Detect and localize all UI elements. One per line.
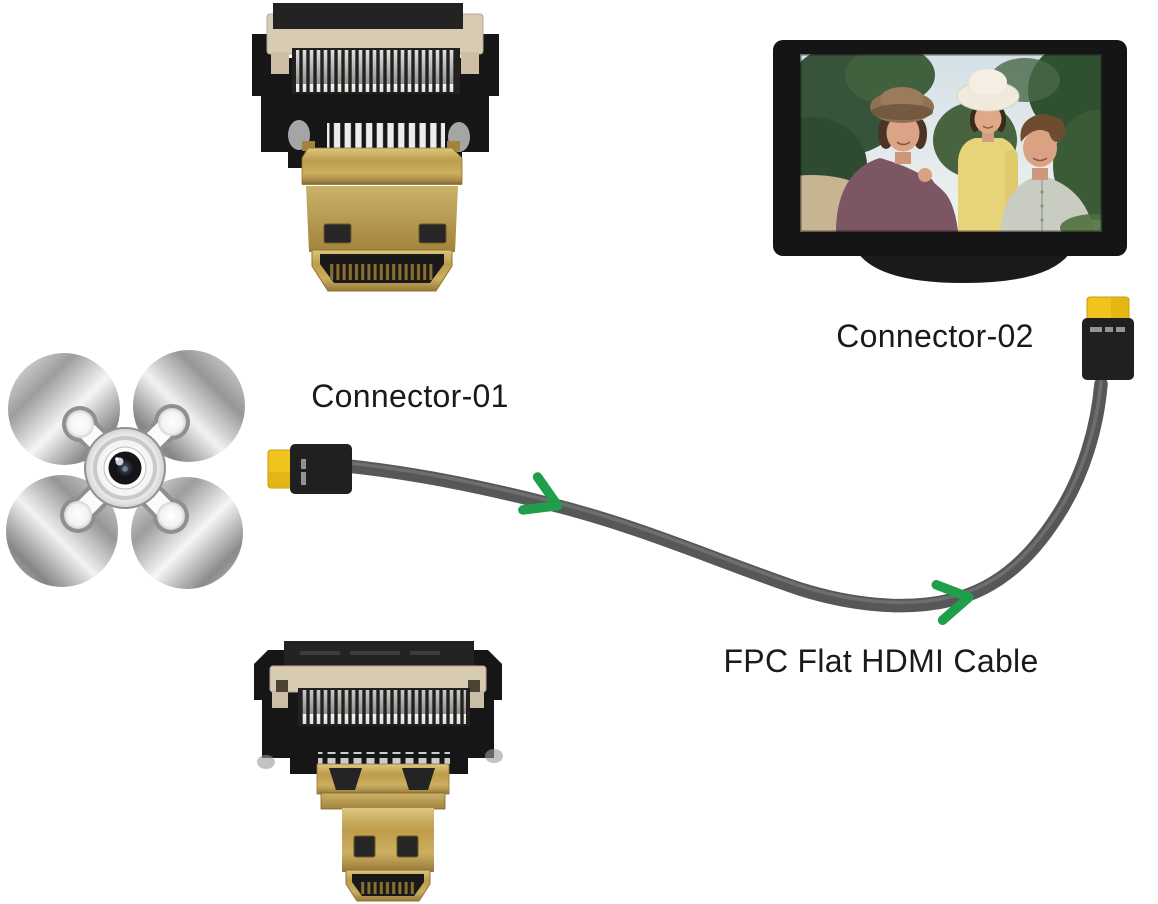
contact-pins bbox=[327, 123, 445, 149]
ffc-pins bbox=[296, 50, 456, 92]
flange-notch-left bbox=[329, 768, 362, 790]
cable-highlight bbox=[346, 379, 1103, 605]
pcb-reflection bbox=[485, 749, 503, 763]
plug-print-mark bbox=[301, 459, 306, 469]
ffc-side-tab-left bbox=[272, 690, 288, 708]
connector-01-plug bbox=[267, 444, 352, 494]
micro-hdmi-adapter bbox=[254, 641, 503, 902]
ffc-notch-left bbox=[276, 680, 288, 692]
plug-tab-right bbox=[447, 141, 460, 151]
ffc-notch-right bbox=[468, 680, 480, 692]
photo-grass bbox=[1060, 214, 1102, 232]
tv-photo bbox=[800, 54, 1102, 232]
hdmi-cable bbox=[341, 377, 1108, 613]
photo-woman bbox=[836, 87, 958, 232]
ribbon-print-mark bbox=[300, 651, 340, 655]
solder-pads bbox=[318, 752, 450, 764]
label-connector-02: Connector-02 bbox=[836, 318, 1034, 354]
ffc-side-tab-right bbox=[468, 690, 484, 708]
ffc-ribbon-latch bbox=[273, 3, 463, 29]
drone-icon bbox=[6, 350, 245, 589]
tv bbox=[773, 40, 1127, 283]
label-cable-name: FPC Flat HDMI Cable bbox=[723, 643, 1039, 679]
plug-hinge bbox=[320, 792, 446, 810]
mini-hdmi-adapter bbox=[252, 3, 499, 292]
plug-hole-left bbox=[353, 835, 376, 858]
ffc-pins bbox=[302, 690, 466, 724]
plug-hole-right bbox=[418, 223, 447, 244]
hdmi-plug-body bbox=[1082, 318, 1134, 380]
label-connector-01: Connector-01 bbox=[311, 378, 509, 414]
ffc-side-tab-left bbox=[271, 52, 289, 74]
mini-hdmi-plug bbox=[301, 141, 463, 292]
plug-flange bbox=[301, 147, 463, 185]
hdmi-plug-body bbox=[290, 444, 352, 494]
plug-seam bbox=[302, 182, 462, 185]
plug-mouth-pins bbox=[360, 882, 416, 894]
plug-hole-left bbox=[323, 223, 352, 244]
ffc-ribbon-latch bbox=[284, 641, 474, 670]
direction-arrow-2 bbox=[931, 580, 974, 625]
pcb-reflection bbox=[257, 755, 275, 769]
ribbon-print-mark bbox=[350, 651, 400, 655]
ffc-side-tab-right bbox=[461, 52, 479, 74]
photo-man bbox=[1000, 114, 1094, 232]
hdmi-cable-path bbox=[341, 377, 1108, 613]
plug-print-mark bbox=[1116, 327, 1125, 332]
plug-tab-left bbox=[302, 141, 315, 151]
flange-notch-right bbox=[402, 768, 435, 790]
photo-girl bbox=[956, 69, 1020, 142]
ribbon-print-mark bbox=[410, 651, 440, 655]
connector-02-plug bbox=[1082, 296, 1134, 380]
plug-print-mark bbox=[301, 472, 306, 485]
plug-hole-right bbox=[396, 835, 419, 858]
micro-hdmi-plug bbox=[316, 763, 450, 902]
drone-camera-lens bbox=[108, 451, 142, 485]
hdmi-plug-tip-shade bbox=[1111, 297, 1129, 321]
direction-arrow-1 bbox=[518, 472, 563, 515]
plug-print-mark bbox=[1090, 327, 1102, 332]
hdmi-plug-tip-shade bbox=[268, 472, 292, 487]
tv-stand bbox=[856, 250, 1072, 283]
plug-mouth-pins bbox=[330, 264, 434, 280]
plug-print-mark bbox=[1105, 327, 1113, 332]
